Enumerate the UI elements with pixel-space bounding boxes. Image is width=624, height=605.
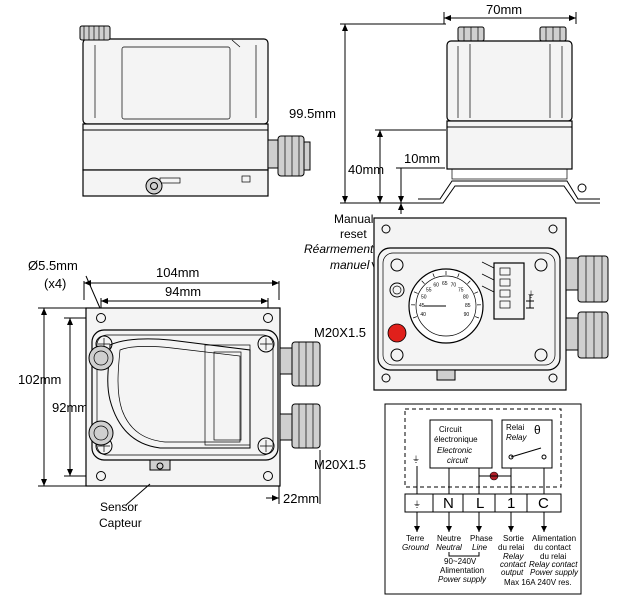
gland-bottom [279, 403, 321, 449]
front-view: Manual reset Réarmement manuel 404550556… [304, 212, 609, 391]
neutre-fr: Neutre [437, 534, 462, 543]
dim-102mm: 102mm [18, 372, 61, 387]
dial-tick-label: 70 [451, 283, 457, 289]
phase-en: Line [472, 543, 488, 552]
sortie-en-1: Relay [503, 552, 524, 561]
circuit-en-2: circuit [447, 456, 469, 465]
dim-hole-diameter: Ø5.5mm [28, 258, 78, 273]
gland-top [279, 341, 321, 387]
top-view: 104mm 94mm Ø5.5mm (x4) 102mm 92mm [18, 258, 366, 530]
dim-92mm: 92mm [52, 400, 88, 415]
sortie-en-3: output [501, 568, 524, 577]
terre-en: Ground [402, 543, 429, 552]
alim-fr-3: du relai [540, 552, 566, 561]
dim-22mm: 22mm [283, 491, 319, 506]
dial-tick-label: 55 [426, 288, 432, 294]
neutre-en: Neutral [436, 543, 462, 552]
side-view-right: 70mm [418, 2, 600, 204]
dial-tick-label: 50 [421, 295, 427, 301]
reset-button[interactable] [387, 323, 407, 343]
dim-40mm: 40mm [348, 162, 384, 177]
terre-fr: Terre [406, 534, 425, 543]
manual-reset-fr-2: manuel [330, 258, 370, 272]
circuit-fr-2: électronique [434, 435, 478, 444]
sortie-en-2: contact [500, 560, 527, 569]
terminal-n: N [443, 495, 454, 512]
dim-gland-top: M20X1.5 [314, 325, 366, 340]
dim-99-5mm: 99.5mm [289, 106, 336, 121]
dial-tick-label: 90 [464, 312, 470, 318]
phase-fr: Phase [470, 534, 493, 543]
dial-tick-mark [457, 273, 460, 278]
dial-tick-mark [413, 291, 418, 294]
manual-reset-fr-1: Réarmement [304, 242, 374, 256]
terminal-ground: ⏚ [413, 500, 421, 509]
dial-tick-label: 45 [419, 303, 425, 309]
sensor-label-en: Sensor [100, 500, 138, 514]
alim-fr: Alimentation [440, 566, 484, 575]
wiring-diagram: Circuit électronique Electronic circuit … [384, 403, 582, 595]
dim-10mm: 10mm [404, 151, 440, 166]
dial-tick-label: 80 [463, 295, 469, 301]
circuit-fr-1: Circuit [439, 425, 462, 434]
dim-70mm: 70mm [486, 2, 522, 17]
circuit-en-1: Electronic [437, 446, 472, 455]
side-view-front [79, 25, 311, 197]
manual-reset-en-1: Manual [334, 212, 373, 226]
ground-mark: ⏚ [527, 290, 535, 299]
sortie-fr-2: du relai [498, 543, 524, 552]
manual-reset-en-2: reset [340, 227, 367, 241]
vertical-dimensions: 99.5mm 40mm 10mm [289, 23, 446, 214]
alim-en-2: Power supply [530, 568, 579, 577]
relay-en: Relay [506, 433, 527, 442]
max-rating: Max 16A 240V res. [504, 578, 572, 587]
dial-tick-mark [474, 316, 480, 319]
dim-94mm: 94mm [165, 284, 201, 299]
dial-tick-label: 40 [420, 312, 426, 318]
dial-tick-mark [467, 280, 471, 284]
dim-104mm: 104mm [156, 265, 199, 280]
dial-tick-label: 65 [442, 281, 448, 287]
relay-theta: θ [534, 423, 541, 437]
dial-tick-mark [421, 280, 425, 284]
dim-hole-count: (x4) [44, 276, 66, 291]
alim-en: Power supply [438, 575, 487, 584]
dial-tick-mark [474, 291, 479, 294]
dim-gland-bottom: M20X1.5 [314, 457, 366, 472]
voltage: 90~240V [444, 557, 477, 566]
dial-tick-label: 60 [433, 283, 439, 289]
alim-fr-1: Alimentation [532, 534, 576, 543]
ground-symbol-top: ⏚ [412, 455, 420, 464]
terminal-c: C [538, 495, 549, 512]
sensor-label-fr: Capteur [99, 516, 142, 530]
sortie-fr-1: Sortie [503, 534, 524, 543]
terminal-l: L [476, 495, 484, 512]
relay-fr: Relai [506, 423, 524, 432]
dial-tick-mark [432, 273, 435, 278]
alim-en-1: Relay contact [529, 560, 578, 569]
alim-fr-2: du contact [534, 543, 572, 552]
dial-tick-label: 75 [458, 288, 464, 294]
dial-tick-mark [412, 316, 418, 319]
dial-tick-label: 85 [465, 303, 471, 309]
terminal-1: 1 [507, 495, 515, 512]
